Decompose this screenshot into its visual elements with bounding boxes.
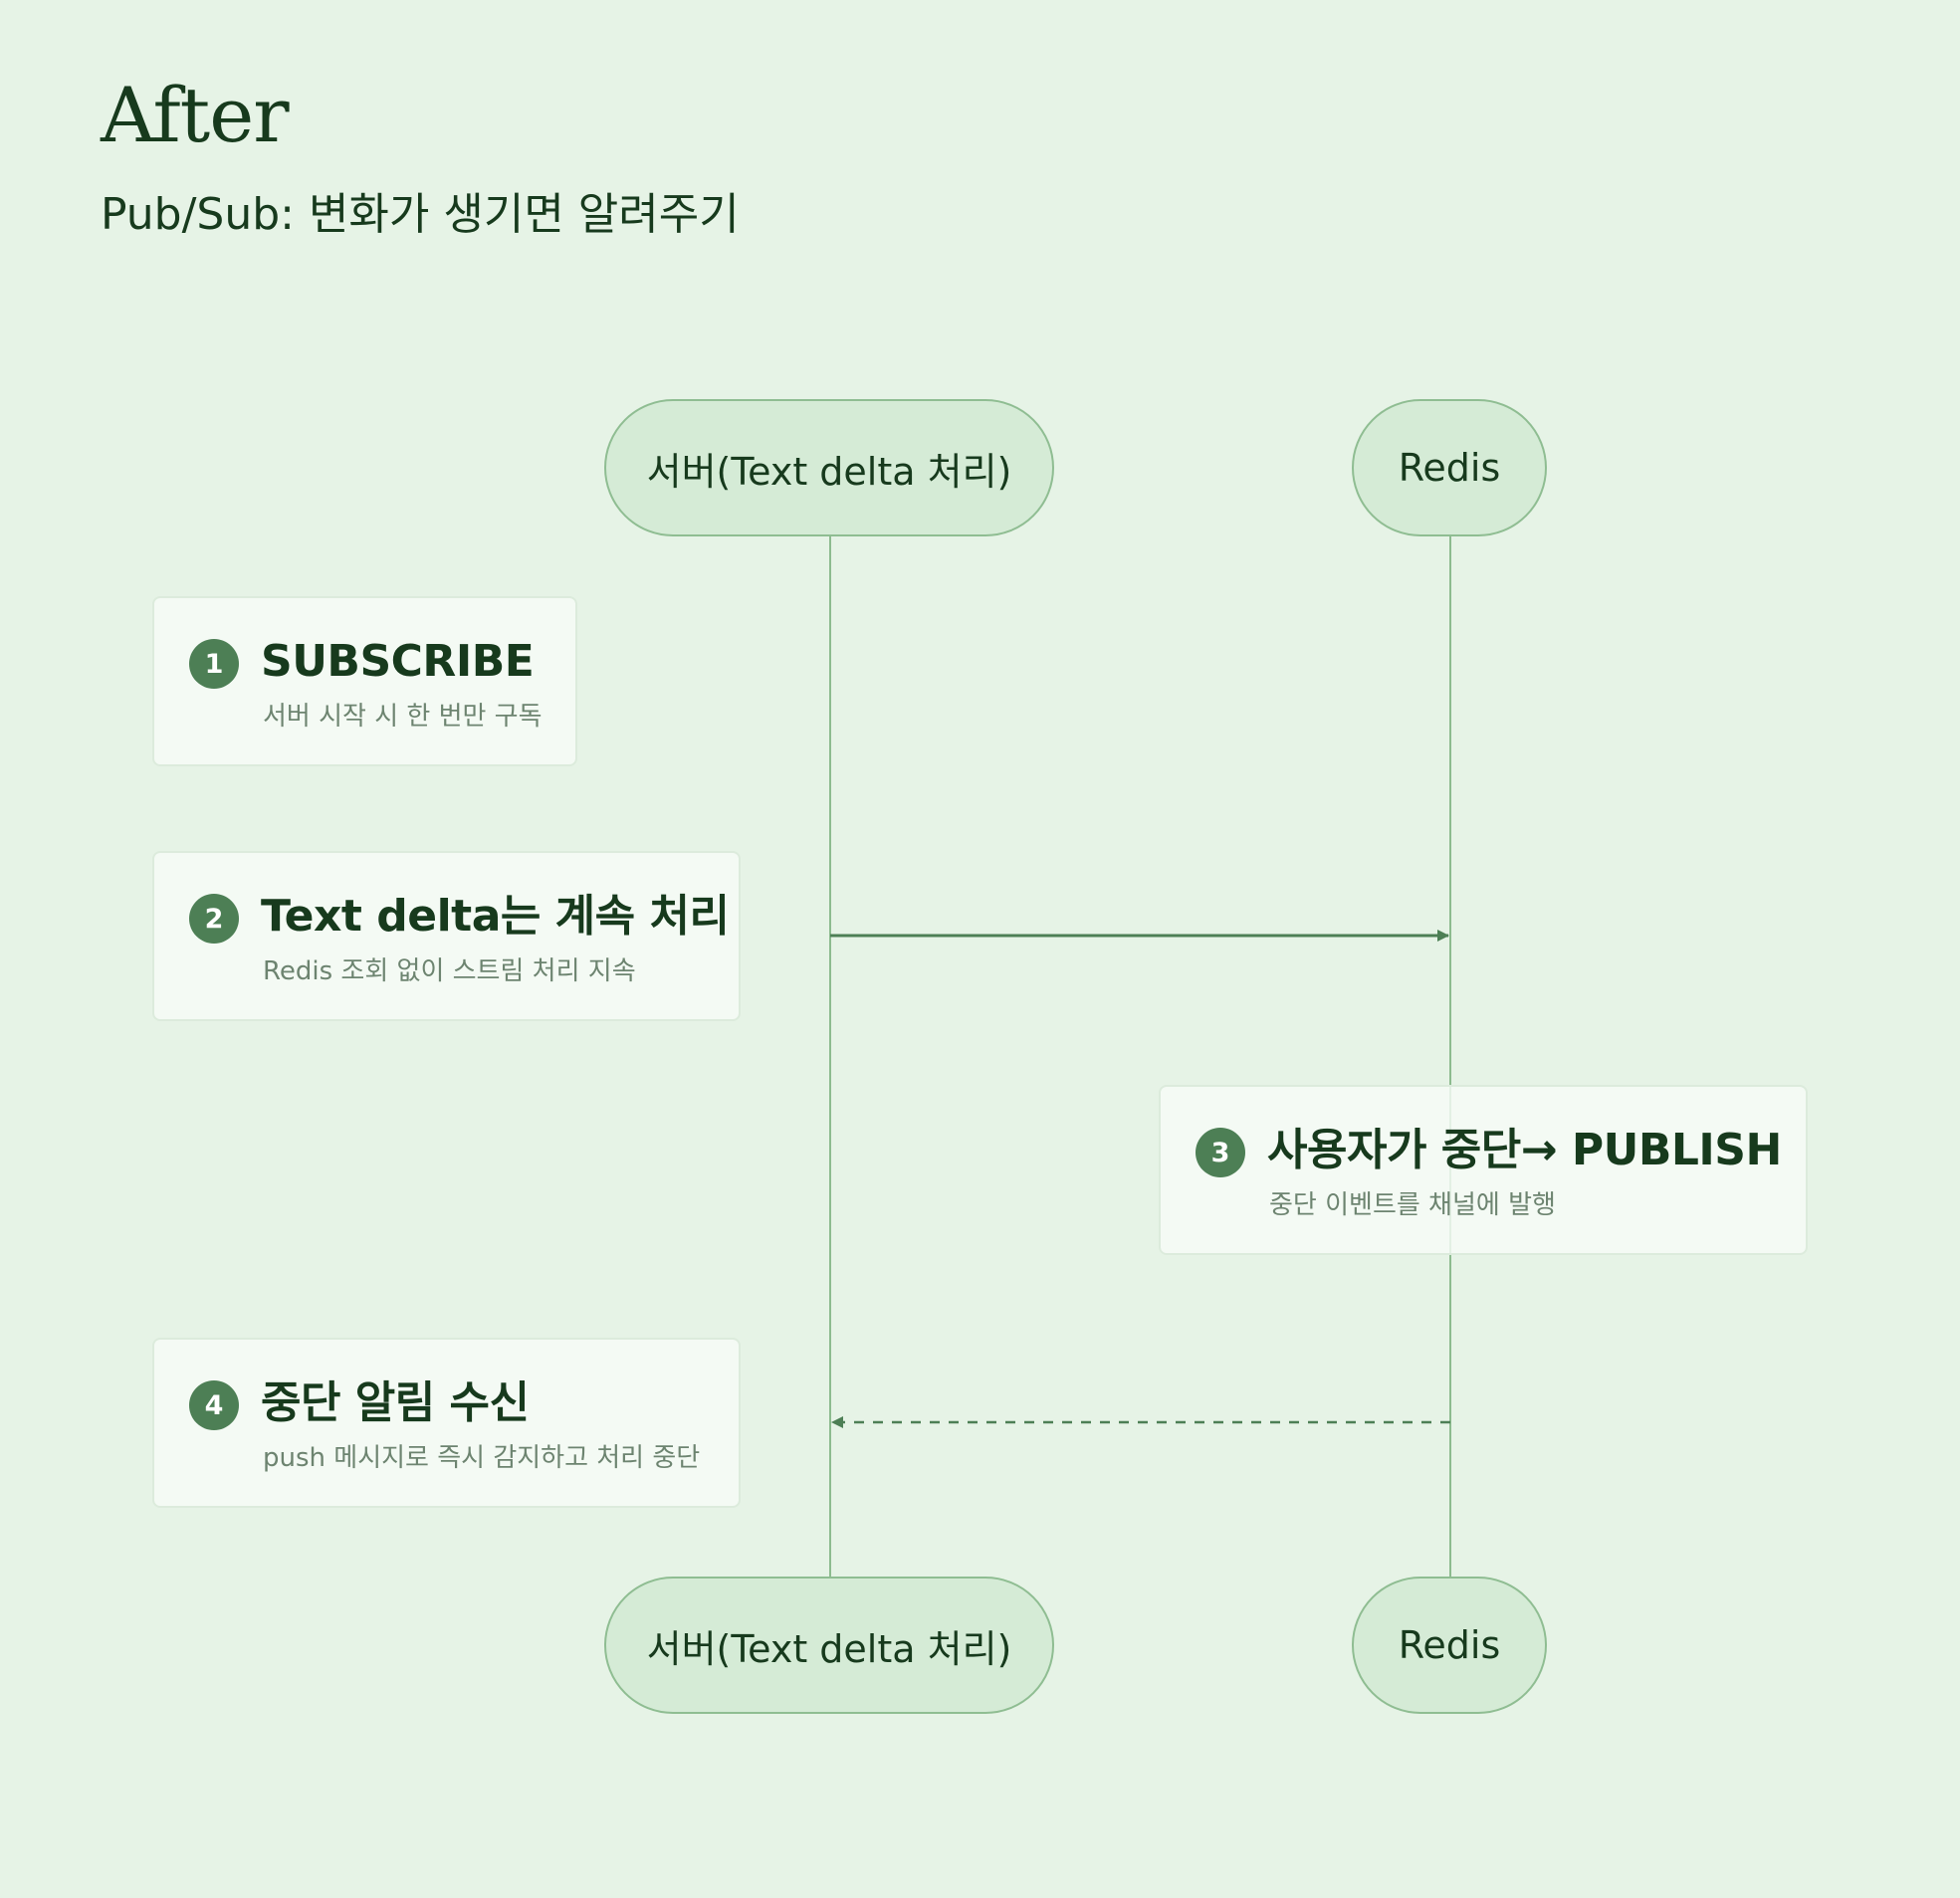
step-title: 사용자가 중단→ PUBLISH	[1267, 1125, 1782, 1175]
server-actor-bottom: 서버(Text delta 처리)	[604, 1577, 1054, 1714]
step-title: Text delta는 계속 처리	[261, 891, 730, 942]
redis-actor-top: Redis	[1352, 399, 1547, 536]
server-actor-label: 서버(Text delta 처리)	[646, 449, 1012, 494]
redis-lifeline	[1449, 533, 1451, 1579]
step-number-badge: 2	[189, 894, 239, 944]
redis-actor-label: Redis	[1398, 446, 1501, 490]
step-description: push 메시지로 즉시 감지하고 처리 중단	[263, 1443, 701, 1473]
step-subscribe: 1 SUBSCRIBE 서버 시작 시 한 번만 구독	[152, 596, 577, 766]
step-number-badge: 1	[189, 639, 239, 689]
step-number-badge: 4	[189, 1380, 239, 1430]
step-publish: 3 사용자가 중단→ PUBLISH 중단 이벤트를 채널에 발행	[1159, 1085, 1808, 1255]
step-receive-notification: 4 중단 알림 수신 push 메시지로 즉시 감지하고 처리 중단	[152, 1338, 741, 1508]
step-text-delta: 2 Text delta는 계속 처리 Redis 조회 없이 스트림 처리 지…	[152, 851, 741, 1021]
step-description: 서버 시작 시 한 번만 구독	[263, 702, 543, 732]
step-description: Redis 조회 없이 스트림 처리 지속	[263, 956, 636, 986]
step-title: 중단 알림 수신	[261, 1377, 530, 1428]
step-number-badge: 3	[1196, 1128, 1245, 1177]
step-description: 중단 이벤트를 채널에 발행	[1269, 1190, 1556, 1220]
redis-actor-label: Redis	[1398, 1623, 1501, 1667]
server-actor-top: 서버(Text delta 처리)	[604, 399, 1054, 536]
diagram-title: After	[101, 71, 290, 159]
redis-actor-bottom: Redis	[1352, 1577, 1547, 1714]
diagram-subtitle: Pub/Sub: 변화가 생기면 알려주기	[101, 189, 740, 240]
step-title: SUBSCRIBE	[261, 636, 535, 687]
server-lifeline	[829, 533, 831, 1579]
server-actor-label: 서버(Text delta 처리)	[646, 1626, 1012, 1671]
